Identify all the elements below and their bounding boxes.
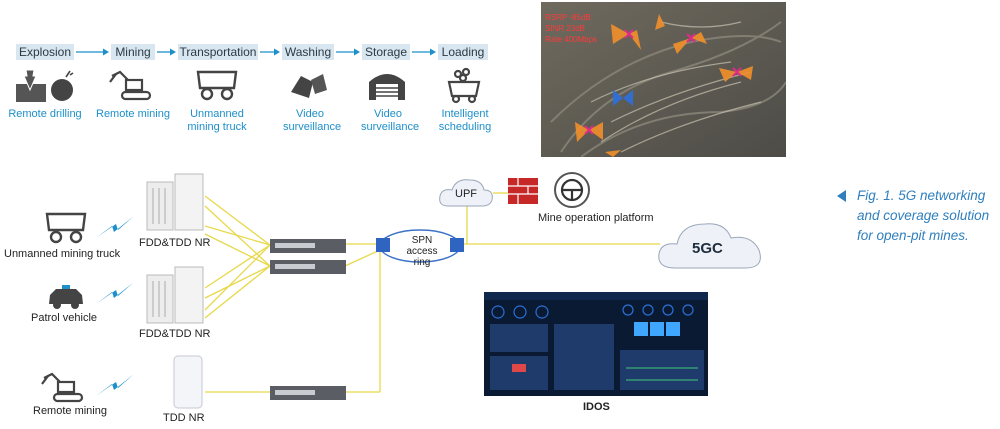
label-unmanned-truck: Unmanned mining truck bbox=[4, 248, 121, 260]
stage-washing: Washing bbox=[282, 44, 334, 60]
label-upf: UPF bbox=[455, 188, 477, 200]
spn-access-ring bbox=[376, 229, 464, 263]
map-annotation-1: RSRP -85dB bbox=[545, 13, 591, 22]
firewall-icon bbox=[508, 178, 538, 204]
stage-storage: Storage bbox=[362, 44, 410, 60]
access-switch-bottom bbox=[270, 386, 346, 400]
label-idos: IDOS bbox=[583, 401, 610, 413]
label-mine-platform: Mine operation platform bbox=[538, 212, 654, 224]
label-patrol-vehicle: Patrol vehicle bbox=[31, 312, 98, 324]
stage-arrows bbox=[76, 48, 436, 56]
caption-intelligent-scheduling: Intelligent scheduling bbox=[438, 108, 492, 133]
caption-remote-drilling: Remote drilling bbox=[8, 108, 82, 120]
coverage-map: RSRP -85dB SINR 23dB Rate 400Mbps bbox=[541, 2, 786, 157]
excavator-icon bbox=[109, 70, 152, 101]
label-5gc: 5GC bbox=[692, 240, 723, 257]
map-annotation-3: Rate 400Mbps bbox=[545, 35, 597, 44]
caption-pointer-icon bbox=[837, 190, 846, 202]
wireless-signal-icon bbox=[96, 374, 134, 396]
label-nr-top: FDD&TDD NR bbox=[139, 237, 211, 249]
figure-caption: Fig. 1. 5G networking and coverage solut… bbox=[857, 186, 989, 246]
label-remote-mining: Remote mining bbox=[33, 405, 107, 417]
patrol-vehicle-icon bbox=[49, 285, 83, 309]
loading-cart-icon bbox=[447, 67, 481, 104]
figure-caption-line-1: Fig. 1. 5G networking bbox=[857, 188, 986, 203]
map-annotation-2: SINR 23dB bbox=[545, 24, 585, 33]
stage-loading: Loading bbox=[438, 44, 488, 60]
caption-video-surveillance-1: Video surveillance bbox=[283, 108, 342, 133]
caption-remote-mining: Remote mining bbox=[96, 108, 170, 120]
label-nr-mid: FDD&TDD NR bbox=[139, 328, 211, 340]
label-nr-bottom: TDD NR bbox=[163, 412, 205, 424]
nr-base-station-mid bbox=[146, 266, 204, 324]
label-spn: SPN access ring bbox=[406, 235, 438, 268]
access-switch bbox=[270, 239, 346, 274]
nr-base-station-bottom bbox=[173, 355, 203, 409]
truck-icon bbox=[45, 212, 87, 244]
figure-caption-line-2: and coverage solution bbox=[857, 208, 990, 223]
drilling-icon bbox=[16, 69, 74, 102]
stage-mining: Mining bbox=[111, 44, 155, 60]
rock-icon bbox=[291, 74, 327, 98]
figure-caption-line-3: for open-pit mines. bbox=[857, 228, 969, 243]
core-network-cloud bbox=[658, 223, 761, 269]
nr-base-station-top bbox=[146, 173, 204, 231]
warehouse-icon bbox=[369, 74, 405, 100]
caption-video-surveillance-2: Video surveillance bbox=[361, 108, 420, 133]
wireless-signal-icon bbox=[96, 282, 134, 304]
excavator-icon-2 bbox=[41, 372, 84, 403]
stage-transportation: Transportation bbox=[178, 44, 258, 60]
mining-truck-icon bbox=[196, 70, 238, 101]
wireless-signal-icon bbox=[96, 216, 134, 238]
idos-dashboard bbox=[484, 292, 708, 396]
steering-wheel-icon bbox=[554, 172, 590, 208]
stage-explosion: Explosion bbox=[16, 44, 74, 60]
caption-unmanned-truck: Unmanned mining truck bbox=[187, 108, 247, 133]
upf-cloud bbox=[439, 179, 493, 207]
